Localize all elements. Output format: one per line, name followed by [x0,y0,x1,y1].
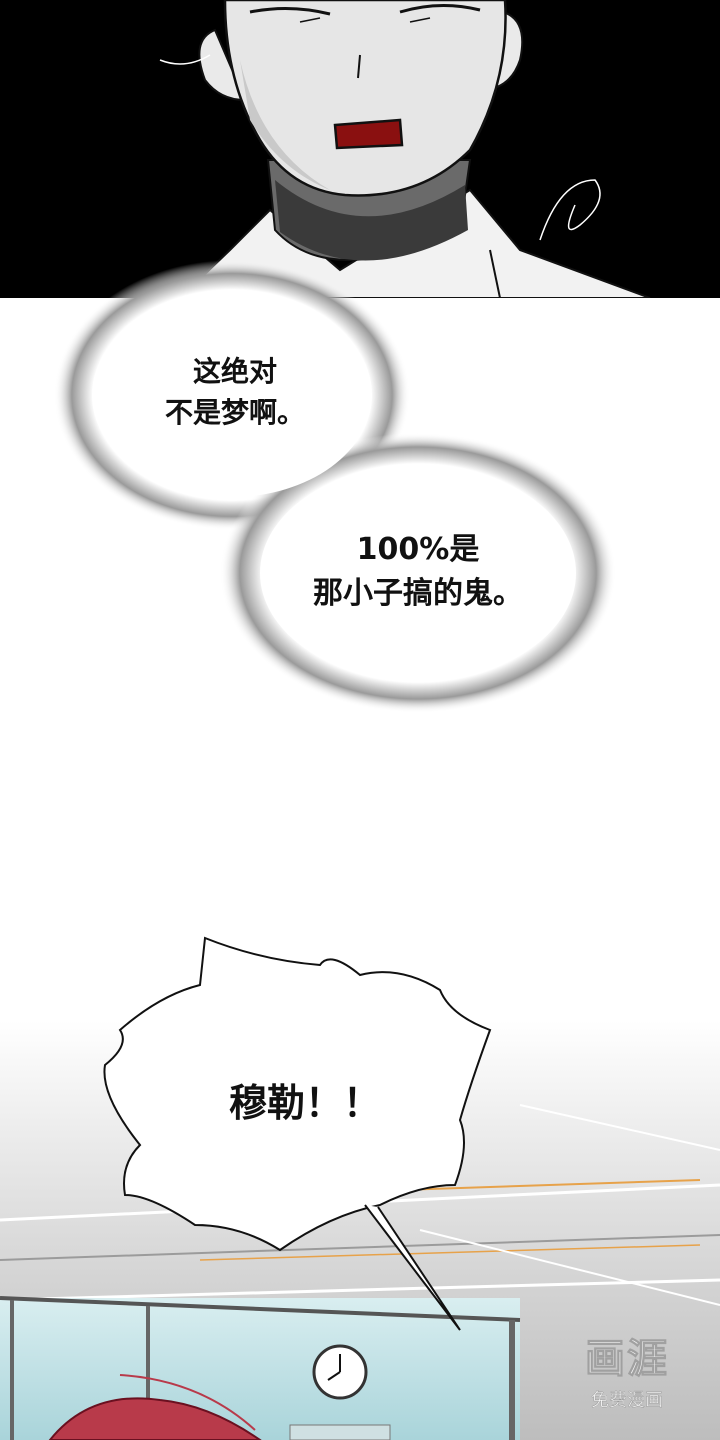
shout-text: 穆勒！！ [228,1081,381,1125]
character-closeup-panel [0,0,720,298]
watermark-logo: 画涯 [585,1336,669,1383]
clock-icon [312,1344,368,1400]
watermark-subtitle: 免费漫画 [591,1390,663,1411]
shout-bubble: 穆勒！！ [200,1076,410,1131]
thought-bubble-1: 这绝对 不是梦啊。 [120,352,350,433]
watermark: 画涯 免费漫画 [562,1326,692,1412]
shout-bubble-shape [103,936,492,1331]
thought-bubble-2: 100%是 那小子搞的鬼。 [288,528,548,615]
character-face-illustration [0,0,720,298]
thought-bubbles-illustration [54,260,616,713]
thought-2-line-2: 那小子搞的鬼。 [313,575,523,611]
thought-1-line-2: 不是梦啊。 [164,395,305,429]
thought-1-line-1: 这绝对 [192,355,277,388]
thought-2-line-1: 100%是 [356,532,480,567]
